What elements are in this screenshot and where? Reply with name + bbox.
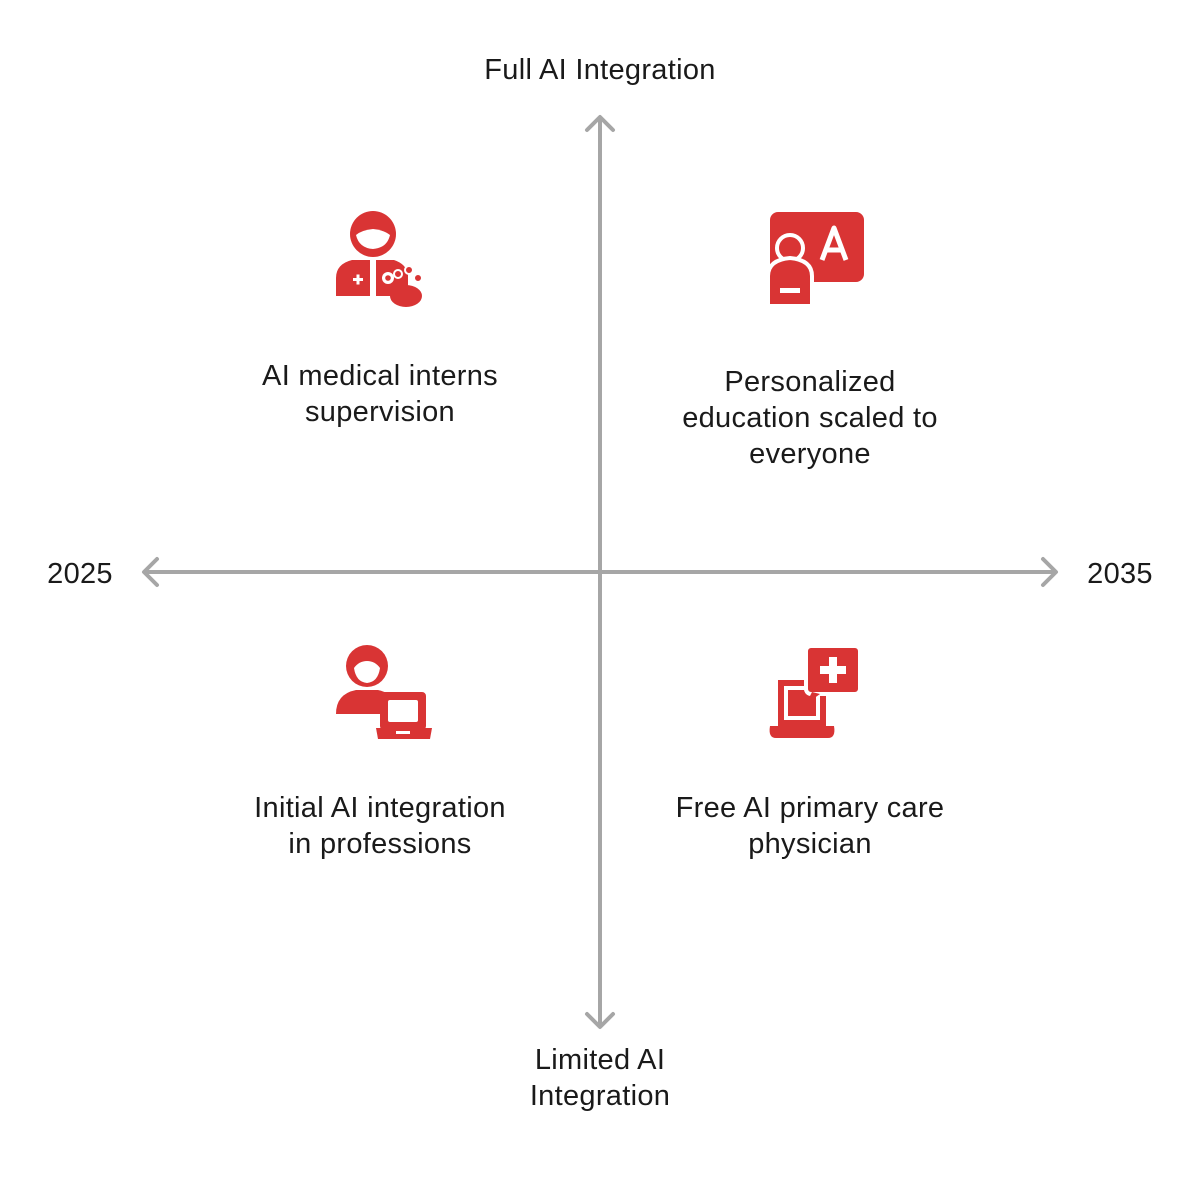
axis-label-full-ai-integration: Full AI Integration bbox=[484, 54, 716, 86]
axis-label-limited-ai-integration: Limited AI Integration bbox=[529, 1044, 671, 1112]
student-learning-icon bbox=[766, 212, 864, 308]
doctor-icon bbox=[336, 211, 423, 307]
quadrant-label-initial-ai-integration: Initial AI integration in professions bbox=[254, 792, 506, 860]
telemedicine-icon bbox=[769, 644, 862, 738]
quadrant-label-personalized-education: Personalized education scaled to everyon… bbox=[682, 366, 938, 470]
vertical-axis-arrow-up bbox=[585, 115, 615, 132]
axis-label-2035: 2035 bbox=[1087, 558, 1153, 590]
quadrant-label-free-ai-primary-care: Free AI primary care physician bbox=[675, 792, 945, 860]
professional-laptop-icon bbox=[336, 645, 432, 739]
horizontal-axis-arrow-right bbox=[1041, 557, 1058, 587]
horizontal-axis-arrow-left bbox=[142, 557, 159, 587]
axis-label-2025: 2025 bbox=[47, 558, 113, 590]
vertical-axis-arrow-down bbox=[585, 1012, 615, 1029]
quadrant-label-ai-medical-interns: AI medical interns supervision bbox=[262, 360, 498, 428]
